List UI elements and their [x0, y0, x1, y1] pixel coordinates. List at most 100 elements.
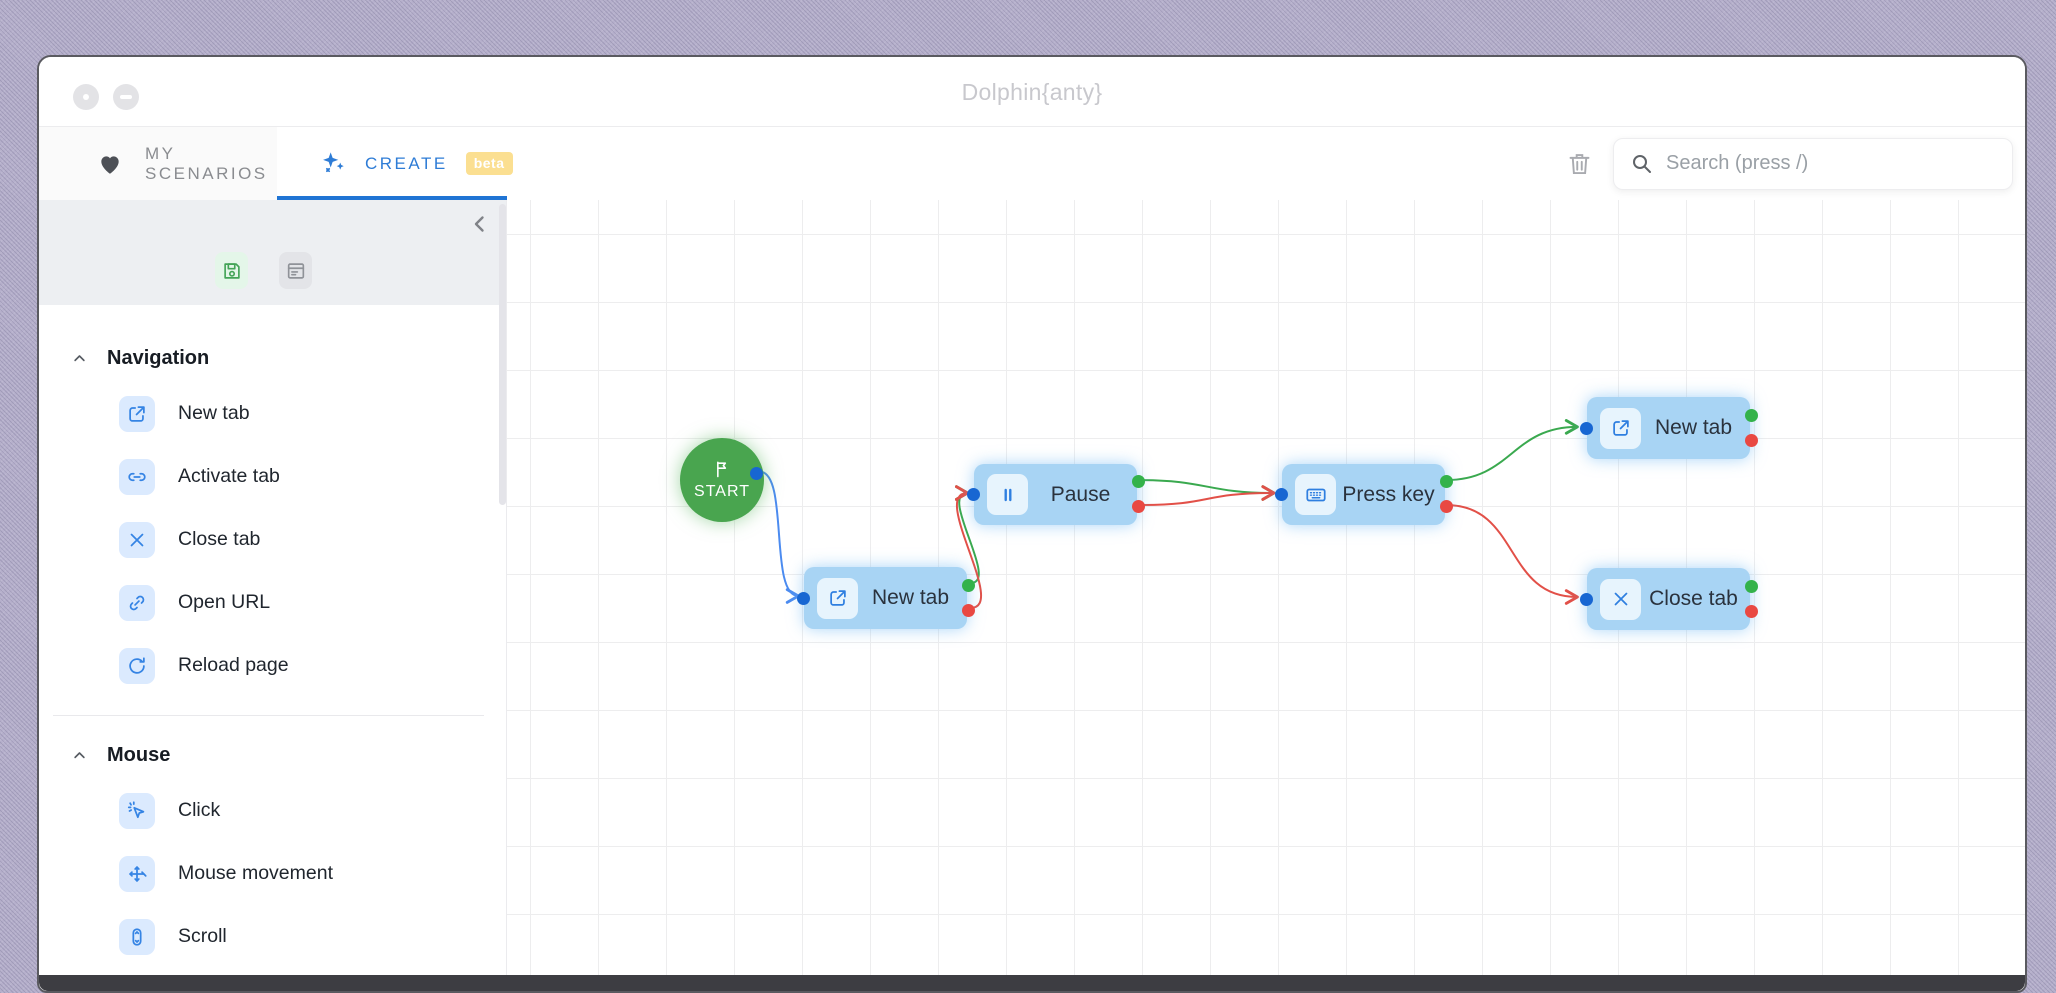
tab-my-scenarios[interactable]: MY SCENARIOS	[39, 127, 277, 200]
pause-icon	[987, 474, 1028, 515]
node-newtab1-success-port[interactable]	[961, 578, 975, 592]
start-node[interactable]: START	[680, 438, 764, 522]
collapse-sidebar-button[interactable]	[468, 212, 492, 236]
sidebar-item-activate-tab[interactable]: Activate tab	[39, 445, 500, 508]
section-items: Click Mouse movement Scroll	[39, 779, 500, 968]
sidebar-item-open-url[interactable]: Open URL	[39, 571, 500, 634]
canvas-toolbar	[1566, 127, 2013, 200]
search-box	[1613, 137, 2013, 190]
sidebar-item-new-tab[interactable]: New tab	[39, 382, 500, 445]
sidebar-item-close-tab[interactable]: Close tab	[39, 508, 500, 571]
sidebar-item-reload-page[interactable]: Reload page	[39, 634, 500, 697]
edge-pause-to-presskey[interactable]	[1138, 479, 1276, 501]
section-header-mouse[interactable]: Mouse	[72, 744, 500, 767]
new-tab-icon	[817, 577, 858, 619]
node-label: New tab	[1654, 416, 1733, 439]
node-presskey[interactable]: Press key	[1282, 464, 1445, 525]
node-label: Press key	[1342, 482, 1435, 506]
sidebar-item-label: Click	[178, 799, 221, 821]
node-closetab-success-port[interactable]	[1744, 579, 1758, 593]
chevron-up-icon	[72, 748, 87, 763]
window-bottom-edge	[39, 975, 2025, 991]
node-newtab2-success-port[interactable]	[1744, 408, 1758, 422]
new-tab-icon	[1600, 407, 1641, 449]
title-bar: Dolphin{anty}	[39, 57, 2025, 127]
edge-start-to-newtab1[interactable]	[758, 470, 800, 604]
node-pause-success-port[interactable]	[1131, 475, 1145, 488]
node-presskey-input-port[interactable]	[1274, 488, 1288, 501]
node-label: New tab	[871, 586, 950, 609]
sidebar-item-click[interactable]: Click	[39, 779, 500, 842]
sidebar-item-label: Close tab	[178, 528, 261, 550]
node-pause-input-port[interactable]	[966, 488, 980, 501]
sidebar-item-scroll[interactable]: Scroll	[39, 905, 500, 968]
dot-icon	[83, 94, 89, 100]
sidebar-item-label: New tab	[178, 402, 250, 424]
blocks-sidebar: Navigation New tab Activate tab Close ta…	[39, 200, 507, 991]
section-items: New tab Activate tab Close tab Open URL …	[39, 382, 500, 697]
log-button[interactable]	[279, 252, 312, 289]
tab-create[interactable]: CREATE beta	[277, 127, 513, 200]
block-sections-list: Navigation New tab Activate tab Close ta…	[39, 305, 500, 991]
beta-badge: beta	[465, 152, 513, 175]
node-newtab1-input-port[interactable]	[796, 591, 810, 605]
flag-icon	[712, 459, 732, 479]
section-divider	[53, 715, 484, 716]
node-newtab2[interactable]: New tab	[1587, 397, 1750, 459]
sidebar-item-label: Activate tab	[178, 465, 280, 487]
sparkles-icon	[319, 150, 347, 178]
node-label: Pause	[1050, 482, 1111, 506]
node-pause[interactable]: Pause	[974, 464, 1137, 525]
node-presskey-success-port[interactable]	[1439, 475, 1453, 488]
node-presskey-error-port[interactable]	[1439, 500, 1453, 513]
heart-icon	[97, 151, 123, 177]
delete-button[interactable]	[1566, 150, 1593, 177]
search-input[interactable]	[1666, 152, 1996, 175]
tab-my-scenarios-label: MY SCENARIOS	[145, 143, 268, 183]
scroll-icon	[119, 918, 155, 955]
app-window: Dolphin{anty} MY SCENARIOS CREATE beta	[37, 55, 2027, 993]
sidebar-toolbar	[39, 200, 506, 305]
start-node-label: START	[694, 483, 750, 500]
edge-newtab1-to-pause[interactable]	[954, 485, 983, 609]
window-info-button[interactable]	[73, 84, 99, 110]
sidebar-scrollbar[interactable]	[499, 204, 506, 505]
tab-create-label: CREATE	[365, 153, 448, 173]
start-output-port[interactable]	[749, 466, 763, 480]
edge-presskey-to-newtab2[interactable]	[1445, 419, 1579, 482]
tab-bar: MY SCENARIOS CREATE beta	[39, 127, 2025, 200]
sidebar-item-mouse-movement[interactable]: Mouse movement	[39, 842, 500, 905]
activate-tab-icon	[119, 458, 155, 495]
node-pause-error-port[interactable]	[1131, 500, 1145, 513]
mouse-movement-icon	[119, 855, 155, 892]
search-icon	[1630, 152, 1654, 176]
sidebar-item-label: Reload page	[178, 654, 289, 676]
edge-pause-to-presskey[interactable]	[1138, 485, 1276, 506]
node-newtab2-input-port[interactable]	[1579, 421, 1593, 435]
active-tab-indicator	[277, 196, 507, 200]
chevron-up-icon	[72, 351, 87, 366]
section-header-navigation[interactable]: Navigation	[72, 347, 500, 370]
new-tab-icon	[119, 395, 155, 432]
sidebar-item-label: Scroll	[178, 925, 227, 947]
node-newtab1[interactable]: New tab	[804, 567, 967, 629]
open-url-icon	[119, 584, 155, 621]
node-closetab-error-port[interactable]	[1744, 604, 1758, 618]
close-tab-icon	[119, 521, 155, 558]
node-newtab2-error-port[interactable]	[1744, 433, 1758, 447]
minimize-icon	[120, 95, 132, 99]
reload-page-icon	[119, 647, 155, 684]
node-label: Close tab	[1649, 587, 1738, 610]
save-scenario-button[interactable]	[215, 252, 248, 289]
click-icon	[119, 792, 155, 829]
keyboard-icon	[1295, 474, 1336, 515]
window-minimize-button[interactable]	[113, 84, 139, 110]
node-closetab[interactable]: Close tab	[1587, 568, 1750, 630]
scenario-canvas[interactable]: START New tab Pause Press key New tab Cl…	[507, 200, 2025, 991]
node-newtab1-error-port[interactable]	[961, 603, 975, 617]
edge-presskey-to-closetab[interactable]	[1445, 503, 1579, 605]
node-closetab-input-port[interactable]	[1579, 592, 1593, 606]
sidebar-item-label: Mouse movement	[178, 862, 333, 884]
sidebar-item-label: Open URL	[178, 591, 271, 613]
app-title: Dolphin{anty}	[961, 78, 1103, 105]
